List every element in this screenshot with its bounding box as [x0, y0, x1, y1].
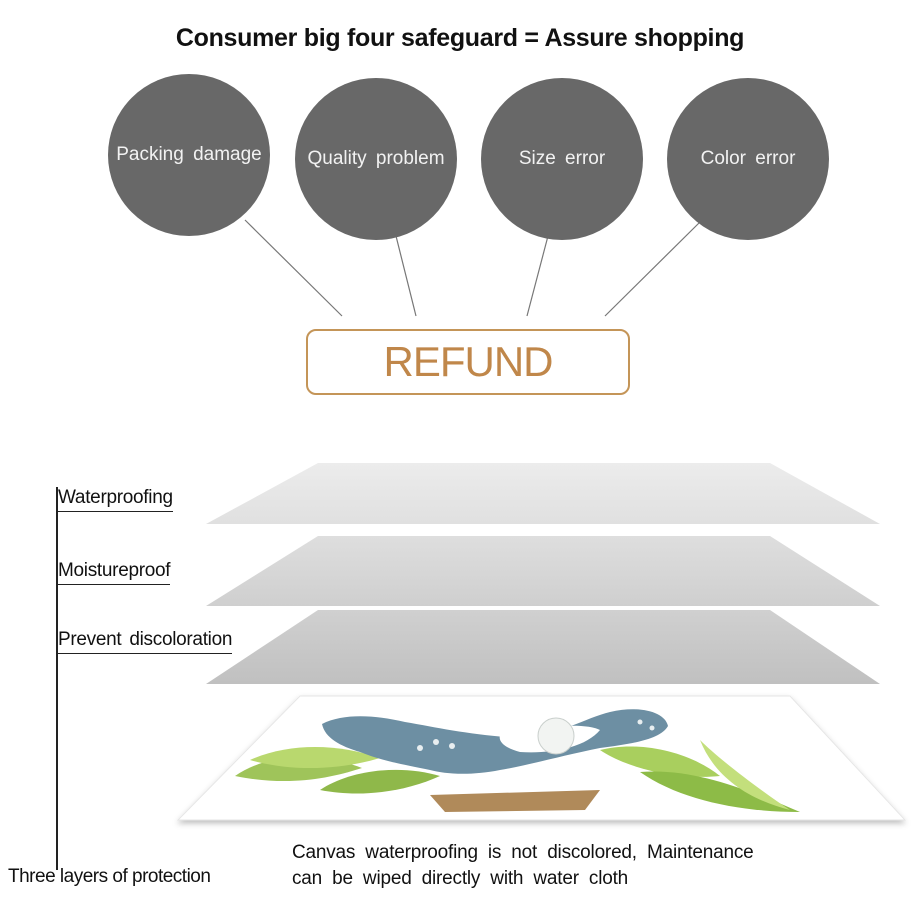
safeguard-label: Quality problem	[307, 148, 445, 169]
safeguard-circle-packing: Packing damage	[108, 74, 270, 236]
discoloration-label: Prevent discoloration	[58, 629, 232, 654]
safeguard-circle-quality: Quality problem	[295, 78, 457, 240]
connector-line	[604, 221, 701, 317]
connector-line	[526, 235, 549, 317]
protection-summary: Three layers of protection	[8, 866, 211, 887]
safeguard-circle-size: Size error	[481, 78, 643, 240]
refund-box: REFUND	[306, 329, 630, 395]
description-line: can be wiped directly with water cloth	[292, 868, 629, 889]
safeguard-label: Packing damage	[116, 144, 262, 165]
waterproofing-label: Waterproofing	[58, 487, 173, 512]
safeguard-circle-color: Color error	[667, 78, 829, 240]
moistureproof-layer	[206, 536, 880, 606]
description-line: Canvas waterproofing is not discolored, …	[292, 842, 754, 863]
safeguard-label: Color error	[700, 148, 796, 169]
canvas-description: Canvas waterproofing is not discolored, …	[292, 840, 754, 892]
discoloration-layer	[206, 610, 880, 684]
layers-bracket	[56, 487, 58, 870]
waterproofing-layer	[206, 463, 880, 524]
safeguard-label: Size error	[518, 148, 606, 169]
connector-line	[244, 219, 343, 317]
moistureproof-label: Moistureproof	[58, 560, 171, 585]
page-title: Consumer big four safeguard = Assure sho…	[175, 24, 745, 52]
connector-line	[395, 235, 417, 317]
refund-label: REFUND	[383, 338, 554, 385]
dinosaur-illustration	[235, 709, 800, 812]
